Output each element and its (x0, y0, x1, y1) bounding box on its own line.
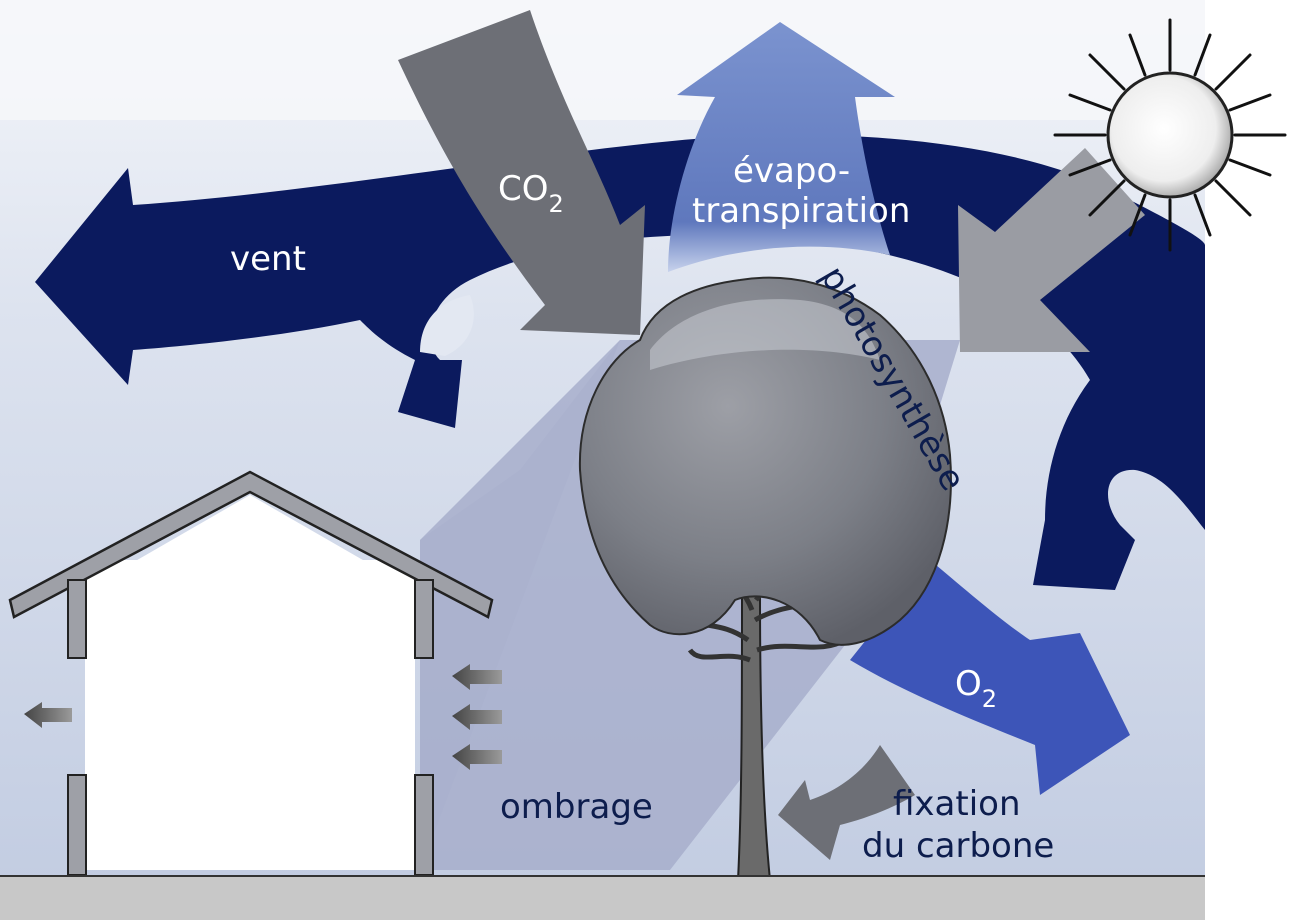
wind-arrow (35, 134, 1205, 590)
label-evapo-line2: transpiration (692, 191, 910, 231)
label-ombrage: ombrage (500, 787, 653, 827)
airflow-arrows (24, 664, 502, 770)
tree-crown (578, 276, 952, 646)
tree-crown-highlight (650, 299, 880, 370)
sunlight-arrow (958, 148, 1145, 352)
airflow-arrow-right-2 (452, 704, 502, 730)
label-o2-sub: 2 (982, 685, 997, 713)
label-vent: vent (230, 239, 306, 279)
house-interior (85, 560, 415, 870)
label-o2: O2 (955, 664, 997, 713)
label-o2-main: O (955, 664, 982, 704)
house-wall-left-lower (67, 774, 87, 876)
airflow-arrow-right-3 (452, 744, 502, 770)
evapotranspiration-arrow (668, 22, 895, 272)
house-wall-left-upper (67, 579, 87, 659)
sun-icon (1053, 18, 1287, 252)
sky-light-top (0, 0, 1205, 120)
sun-disc (1106, 71, 1234, 199)
o2-arrow (850, 560, 1130, 795)
carbon-fixation-arrow (778, 745, 915, 860)
co2-arrow (398, 10, 645, 335)
shade-region-left (420, 340, 620, 870)
house-wall-right-upper (414, 579, 434, 659)
label-co2: CO2 (498, 169, 564, 218)
tree (578, 276, 952, 881)
label-co2-sub: 2 (549, 190, 564, 218)
house-interior-gable (85, 495, 415, 590)
label-co2-main: CO (498, 169, 549, 209)
ground (0, 875, 1205, 920)
label-fixation-line2: du carbone (862, 826, 1054, 866)
airflow-arrow-right-1 (452, 664, 502, 690)
house (8, 470, 494, 876)
wind-loop-hole-left (420, 295, 474, 356)
house-wall-right-lower (414, 774, 434, 876)
label-fixation-line1: fixation (893, 784, 1021, 824)
label-evapo-line1: évapo- (733, 151, 850, 191)
house-roof (8, 470, 494, 619)
airflow-arrow-left-out (24, 702, 72, 728)
